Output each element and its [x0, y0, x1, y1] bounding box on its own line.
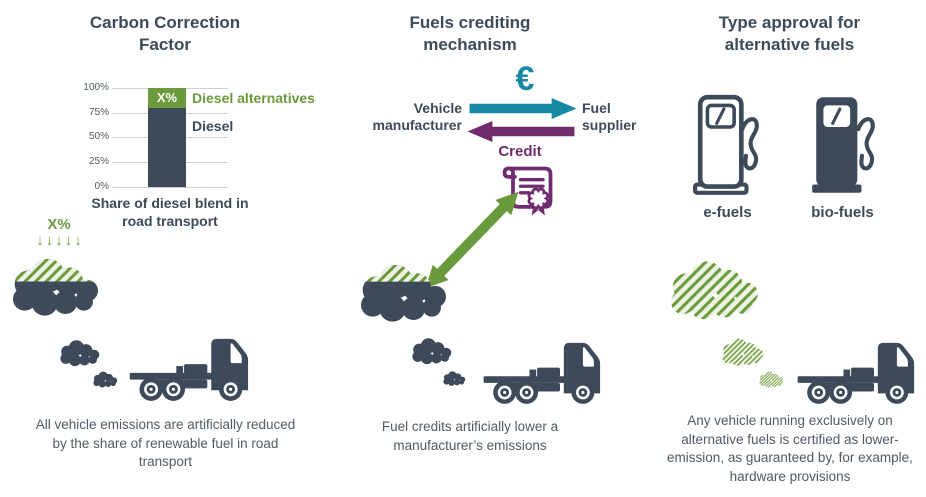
panel1-caption: All vehicle emissions are artificially r…: [35, 417, 296, 470]
efuel-pump-icon: [693, 94, 759, 195]
panel2-title: Fuels crediting mechanism: [409, 13, 531, 54]
emission-cloud-large: [8, 254, 108, 324]
gridline-0: [112, 187, 228, 188]
panel1-title: Carbon Correction Factor: [89, 13, 241, 54]
truck-icon: [790, 336, 916, 405]
credit-label: Credit: [498, 143, 542, 160]
truck-icon: [476, 336, 602, 405]
fuel-supplier-label: Fuel supplier: [582, 100, 637, 133]
clean-cloud-large: [666, 256, 768, 328]
clean-cloud-small: [758, 370, 786, 390]
certificate-icon: [502, 166, 553, 216]
efuels-label: e-fuels: [703, 204, 752, 221]
chart-x-axis-label: Share of diesel blend in road transport: [91, 195, 249, 230]
diesel-share-chart: 100% 75% 50% 25% 0% X%: [82, 82, 232, 194]
y-tick-75: 75%: [88, 107, 109, 118]
legend-diesel-alternatives: Diesel alternatives: [192, 90, 315, 106]
down-arrows-icon: ↓↓↓↓↓: [36, 232, 84, 249]
emission-cloud-medium: [410, 336, 456, 368]
y-tick-50: 50%: [88, 131, 109, 142]
credit-emission-link-arrow-icon: [416, 183, 528, 297]
emission-cloud-large: [356, 260, 456, 330]
vehicle-manufacturer-label: Vehicle manufacturer: [372, 100, 462, 133]
y-tick-25: 25%: [88, 156, 109, 167]
emission-cloud-small: [92, 370, 120, 390]
reduction-percent-label: X%: [47, 216, 71, 233]
legend-diesel: Diesel: [192, 118, 234, 134]
money-arrow-icon: [469, 98, 577, 119]
biofuels-label: bio-fuels: [811, 204, 874, 221]
y-tick-100: 100%: [83, 82, 109, 93]
clean-cloud-medium: [720, 336, 768, 370]
truck-icon: [122, 332, 250, 402]
euro-icon: €: [515, 60, 535, 98]
emission-cloud-medium: [58, 338, 104, 370]
panel2-caption: Fuel credits artificially lower a manufa…: [381, 419, 559, 453]
panel3-title: Type approval for alternative fuels: [718, 13, 861, 54]
credit-arrow-icon: [467, 121, 575, 142]
biofuel-pump-icon: [812, 97, 875, 193]
y-tick-0: 0%: [94, 181, 109, 192]
panel3-caption: Any vehicle running exclusively on alter…: [667, 413, 913, 484]
bar-segment-alternatives: X%: [148, 88, 186, 108]
stacked-bar: X%: [148, 88, 186, 187]
bar-segment-diesel: [148, 108, 186, 187]
emission-cloud-small: [442, 370, 468, 388]
